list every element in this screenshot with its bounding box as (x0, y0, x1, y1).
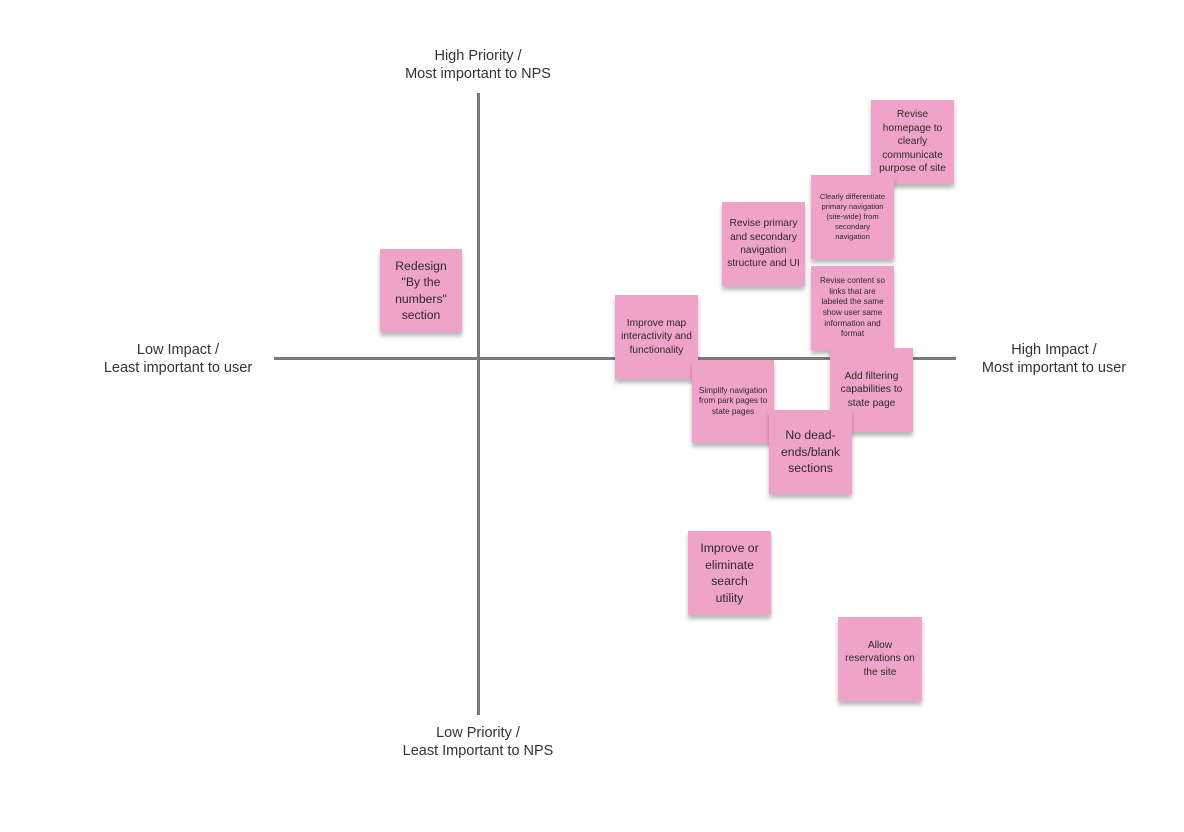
sticky-note-simplify-navigation[interactable]: Simplify navigation from park pages to s… (692, 360, 774, 443)
sticky-note-revise-homepage[interactable]: Revise homepage to clearly communicate p… (871, 100, 954, 184)
axis-label-right-line2: Most important to user (981, 360, 1127, 376)
sticky-note-no-dead-ends[interactable]: No dead-ends/blank sections (769, 410, 852, 494)
axis-label-bottom-line2: Least Important to NPS (402, 743, 554, 759)
sticky-note-improve-map[interactable]: Improve map interactivity and functional… (615, 295, 698, 379)
sticky-note-text: Add filtering capabilities to state page (840, 370, 903, 409)
sticky-note-text: Simplify navigation from park pages to s… (698, 385, 768, 416)
axis-label-top: High Priority / Most important to NPS (378, 47, 578, 83)
sticky-note-text: Redesign "By the numbers" section (395, 258, 447, 323)
sticky-note-text: Revise primary and secondary navigation … (727, 218, 800, 270)
sticky-note-text: Revise content so links that are labeled… (819, 276, 886, 339)
sticky-note-text: Improve map interactivity and functional… (621, 317, 692, 356)
sticky-note-clearly-differentiate-navigation[interactable]: Clearly differentiate primary navigation… (811, 175, 894, 259)
sticky-note-text: Revise homepage to clearly communicate p… (879, 109, 946, 175)
axis-label-right-line1: High Impact / (1011, 342, 1097, 358)
sticky-note-revise-content-links[interactable]: Revise content so links that are labeled… (811, 266, 894, 350)
axis-label-top-line2: Most important to NPS (405, 66, 551, 82)
sticky-note-improve-search[interactable]: Improve or eliminate search utility (688, 531, 771, 615)
axis-label-left-line2: Least important to user (103, 360, 253, 376)
vertical-axis (477, 93, 480, 715)
sticky-note-text: Allow reservations on the site (845, 639, 915, 678)
sticky-note-text: Clearly differentiate primary navigation… (819, 192, 886, 241)
sticky-note-redesign-by-the-numbers[interactable]: Redesign "By the numbers" section (380, 249, 462, 332)
sticky-note-text: Improve or eliminate search utility (700, 541, 759, 605)
axis-label-bottom-line1: Low Priority / (436, 725, 520, 741)
sticky-note-allow-reservations[interactable]: Allow reservations on the site (838, 617, 922, 701)
axis-label-right: High Impact / Most important to user (966, 341, 1142, 377)
sticky-note-text: No dead-ends/blank sections (781, 428, 840, 476)
axis-label-left-line1: Low Impact / (136, 342, 220, 358)
axis-label-bottom: Low Priority / Least Important to NPS (378, 724, 578, 760)
sticky-note-revise-navigation-structure[interactable]: Revise primary and secondary navigation … (722, 202, 805, 286)
axis-label-left: Low Impact / Least important to user (88, 341, 268, 377)
axis-label-top-line1: High Priority / (434, 48, 522, 64)
